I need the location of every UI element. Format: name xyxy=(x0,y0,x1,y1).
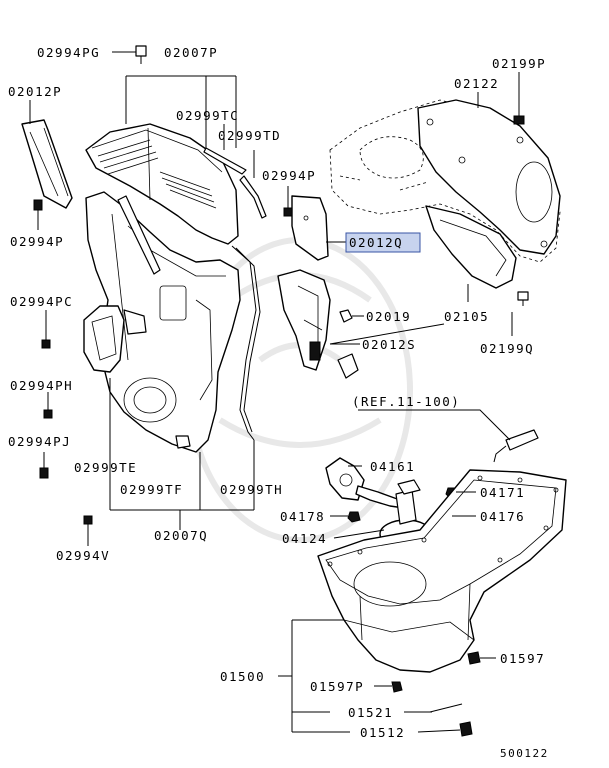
bracket-02012P-part[interactable] xyxy=(21,119,73,209)
label-01597[interactable]: 01597 xyxy=(500,651,545,666)
label-04124[interactable]: 04124 xyxy=(282,531,327,546)
bolt-icon[interactable] xyxy=(33,199,43,211)
label-02994PG[interactable]: 02994PG xyxy=(37,45,100,60)
label-01500[interactable]: 01500 xyxy=(220,669,265,684)
label-01521[interactable]: 01521 xyxy=(348,705,393,720)
drain-plug-part[interactable] xyxy=(391,681,403,693)
label-04161[interactable]: 04161 xyxy=(370,459,415,474)
label-01597P[interactable]: 01597P xyxy=(310,679,364,694)
label-04171[interactable]: 04171 xyxy=(480,485,525,500)
label-02012Q[interactable]: 02012Q xyxy=(349,235,403,250)
label-02999TC[interactable]: 02999TC xyxy=(176,108,239,123)
drain-plug-part[interactable] xyxy=(467,651,481,665)
label-02007Q[interactable]: 02007Q xyxy=(154,528,208,543)
label-02994PH[interactable]: 02994PH xyxy=(10,378,73,393)
label-02012P[interactable]: 02012P xyxy=(8,84,62,99)
leader-lines xyxy=(29,51,520,733)
label-02199P[interactable]: 02199P xyxy=(492,56,546,71)
label-02122[interactable]: 02122 xyxy=(454,76,499,91)
label-02994V[interactable]: 02994V xyxy=(56,548,110,563)
bolt-icon[interactable] xyxy=(517,291,529,306)
label-02999TE[interactable]: 02999TE xyxy=(74,460,137,475)
engine-block-outline xyxy=(329,99,561,263)
lower-timing-cover-part[interactable] xyxy=(85,191,241,453)
bolt-icon[interactable] xyxy=(135,45,147,64)
dipstick-tube-part[interactable] xyxy=(493,429,539,463)
bolt-icon[interactable] xyxy=(283,207,293,217)
label-02994P[interactable]: 02994P xyxy=(10,234,64,249)
label-02994P[interactable]: 02994P xyxy=(262,168,316,183)
diagram-id: 500122 xyxy=(500,747,549,760)
highlight-02012Q xyxy=(345,232,421,253)
cover-seal-strip-part[interactable] xyxy=(203,147,267,219)
label-02105[interactable]: 02105 xyxy=(444,309,489,324)
clip-icon[interactable] xyxy=(339,309,353,323)
inner-cover-part[interactable] xyxy=(83,305,147,373)
label-02999TH[interactable]: 02999TH xyxy=(220,482,283,497)
callout-labels: 02994PG 02007P 02199P 02012P 02122 02999… xyxy=(8,45,549,760)
label-04176[interactable]: 04176 xyxy=(480,509,525,524)
oil-pan-part[interactable] xyxy=(317,469,567,673)
lower-cover-seal-part[interactable] xyxy=(231,245,261,441)
bolt-icon[interactable] xyxy=(83,515,93,525)
plate-02012Q-part[interactable] xyxy=(291,195,329,261)
label-02019[interactable]: 02019 xyxy=(366,309,411,324)
label-01512[interactable]: 01512 xyxy=(360,725,405,740)
label-02007P[interactable]: 02007P xyxy=(164,45,218,60)
plate-02105-part[interactable] xyxy=(425,205,517,289)
label-02999TF[interactable]: 02999TF xyxy=(120,482,183,497)
wire-part[interactable] xyxy=(429,703,463,713)
bolt-icon[interactable] xyxy=(513,108,525,125)
sensor-part[interactable] xyxy=(459,721,473,737)
bolt-icon[interactable] xyxy=(41,318,51,349)
plate-02012S-part[interactable] xyxy=(277,269,331,371)
label-02012S[interactable]: 02012S xyxy=(362,337,416,352)
upper-timing-cover-part[interactable] xyxy=(85,123,239,245)
nut-icon[interactable] xyxy=(347,511,361,523)
bolt-icon[interactable] xyxy=(43,396,53,419)
label-04178[interactable]: 04178 xyxy=(280,509,325,524)
label-02994PJ[interactable]: 02994PJ xyxy=(8,434,71,449)
bracket-small-part[interactable] xyxy=(337,353,359,379)
label-02199Q[interactable]: 02199Q xyxy=(480,341,534,356)
bolt-icon[interactable] xyxy=(39,456,49,479)
label-02994PC[interactable]: 02994PC xyxy=(10,294,73,309)
label-02999TD[interactable]: 02999TD xyxy=(218,128,281,143)
label-ref[interactable]: (REF.11-100) xyxy=(352,394,460,409)
rear-plate-part[interactable] xyxy=(417,99,561,255)
